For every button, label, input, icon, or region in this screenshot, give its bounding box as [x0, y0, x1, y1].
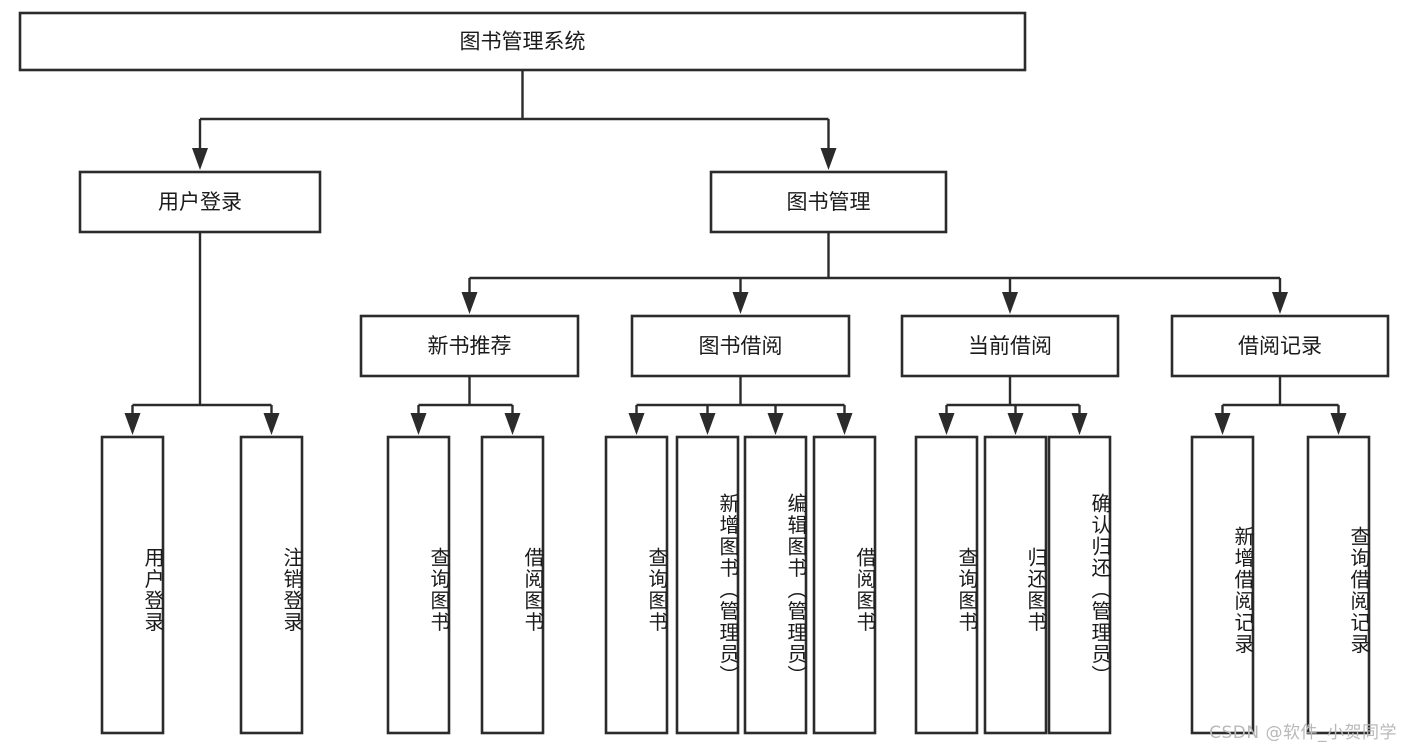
node-leaf-11[interactable] — [1190, 435, 1255, 735]
node-leaf-2[interactable] — [386, 435, 451, 735]
node-leaf-12[interactable] — [1306, 435, 1371, 735]
node-leaf-6[interactable] — [743, 435, 808, 735]
arrow-head-icon — [263, 413, 280, 435]
node-leaf-7[interactable] — [812, 435, 877, 735]
arrow-head-icon — [124, 413, 141, 435]
arrow-head-icon — [1330, 413, 1347, 435]
arrow-head-icon — [628, 413, 645, 435]
node-leaf-8[interactable] — [914, 435, 979, 735]
node-leaf-3[interactable] — [480, 435, 545, 735]
connectors-layer — [124, 70, 1347, 435]
arrow-head-icon — [504, 413, 521, 435]
node-root-label: 图书管理系统 — [460, 30, 586, 54]
node-level2-1[interactable] — [709, 170, 948, 234]
node-level2-label-0: 用户登录 — [158, 190, 242, 214]
arrow-head-icon — [1002, 292, 1018, 314]
node-level2-0[interactable] — [78, 170, 322, 234]
node-level3-1[interactable] — [630, 314, 851, 378]
arrow-head-icon — [410, 413, 427, 435]
arrow-head-icon — [1007, 413, 1024, 435]
arrow-head-icon — [192, 148, 208, 170]
node-level3-2[interactable] — [900, 314, 1120, 378]
arrow-head-icon — [1071, 413, 1088, 435]
node-level2-label-1: 图书管理 — [787, 190, 871, 214]
node-leaf-9[interactable] — [983, 435, 1048, 735]
arrow-head-icon — [699, 413, 716, 435]
node-leaf-0[interactable] — [100, 435, 165, 735]
node-root[interactable] — [18, 11, 1027, 72]
node-level3-label-2: 当前借阅 — [968, 334, 1052, 358]
arrow-head-icon — [820, 148, 837, 170]
node-leaf-5[interactable] — [675, 435, 740, 735]
arrow-head-icon — [767, 413, 784, 435]
arrow-head-icon — [938, 413, 955, 435]
boxes-layer — [18, 11, 1390, 735]
node-leaf-4[interactable] — [604, 435, 669, 735]
arrow-head-icon — [461, 292, 478, 314]
arrow-head-icon — [836, 413, 853, 435]
node-level3-label-3: 借阅记录 — [1238, 334, 1322, 358]
node-level3-3[interactable] — [1170, 314, 1390, 378]
node-leaf-10[interactable] — [1047, 435, 1112, 735]
node-level3-label-0: 新书推荐 — [428, 334, 512, 358]
node-leaf-1[interactable] — [239, 435, 304, 735]
arrow-head-icon — [732, 292, 749, 314]
arrow-head-icon — [1272, 292, 1288, 314]
node-level3-0[interactable] — [359, 314, 580, 378]
csdn-watermark: CSDN @软件_小贺同学 — [1209, 723, 1397, 743]
node-level3-label-1: 图书借阅 — [699, 334, 783, 358]
arrow-head-icon — [1214, 413, 1231, 435]
